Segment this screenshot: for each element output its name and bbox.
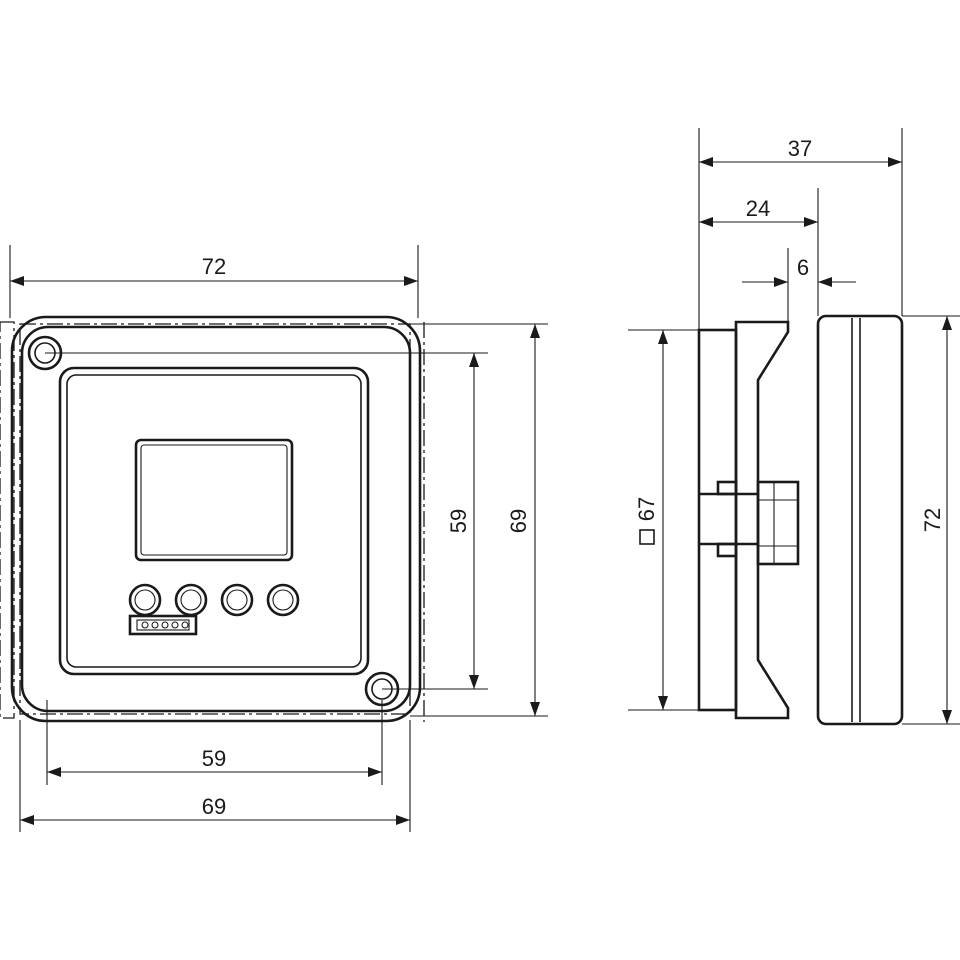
button-3: [220, 583, 254, 617]
dim-step-6-label: 6: [797, 255, 809, 280]
button-1: [128, 583, 162, 617]
front-panel-inner: [66, 374, 362, 668]
mounting-clamp: [699, 480, 800, 566]
square-symbol: [639, 529, 655, 545]
housing-inner: [20, 325, 412, 713]
front-panel-outer: [58, 366, 370, 676]
dim-bottom-59: 59: [46, 700, 383, 785]
dim-cutout-67: 67: [628, 329, 699, 711]
display-window: [134, 438, 294, 562]
dim-cutout-67-label: 67: [634, 497, 659, 521]
dim-bottom-69: 69: [19, 720, 411, 832]
display-inner: [140, 444, 288, 556]
dim-step-6: 6: [742, 248, 856, 322]
dim-depth-24: 24: [699, 188, 819, 316]
dim-height-72: 72: [902, 315, 960, 725]
button-2: [174, 583, 208, 617]
dim-right-59-label: 59: [446, 509, 471, 533]
front-view: 72 59 69 59 69: [0, 245, 548, 832]
dim-depth-37: 37: [698, 128, 903, 330]
dim-depth-37-label: 37: [788, 136, 812, 161]
dim-top-72: 72: [9, 245, 419, 318]
rear-body: [697, 328, 738, 712]
dim-right-59: 59: [45, 352, 488, 690]
dim-right-69: 69: [410, 323, 548, 717]
dim-height-72-label: 72: [920, 508, 945, 532]
dim-top-72-label: 72: [202, 254, 226, 279]
dim-bottom-59-label: 59: [202, 746, 226, 771]
button-4: [266, 583, 300, 617]
dim-bottom-69-label: 69: [202, 794, 226, 819]
front-bezel: [816, 314, 904, 726]
housing-outer: [10, 315, 422, 723]
connector-port: [128, 614, 198, 636]
dim-depth-24-label: 24: [746, 196, 770, 221]
side-view: 37 24 6 67 72: [628, 128, 960, 726]
cutout-outline: [19, 323, 411, 715]
mounting-outline-left: [0, 321, 15, 719]
dim-right-69-label: 69: [506, 509, 531, 533]
middle-section: [734, 320, 790, 720]
